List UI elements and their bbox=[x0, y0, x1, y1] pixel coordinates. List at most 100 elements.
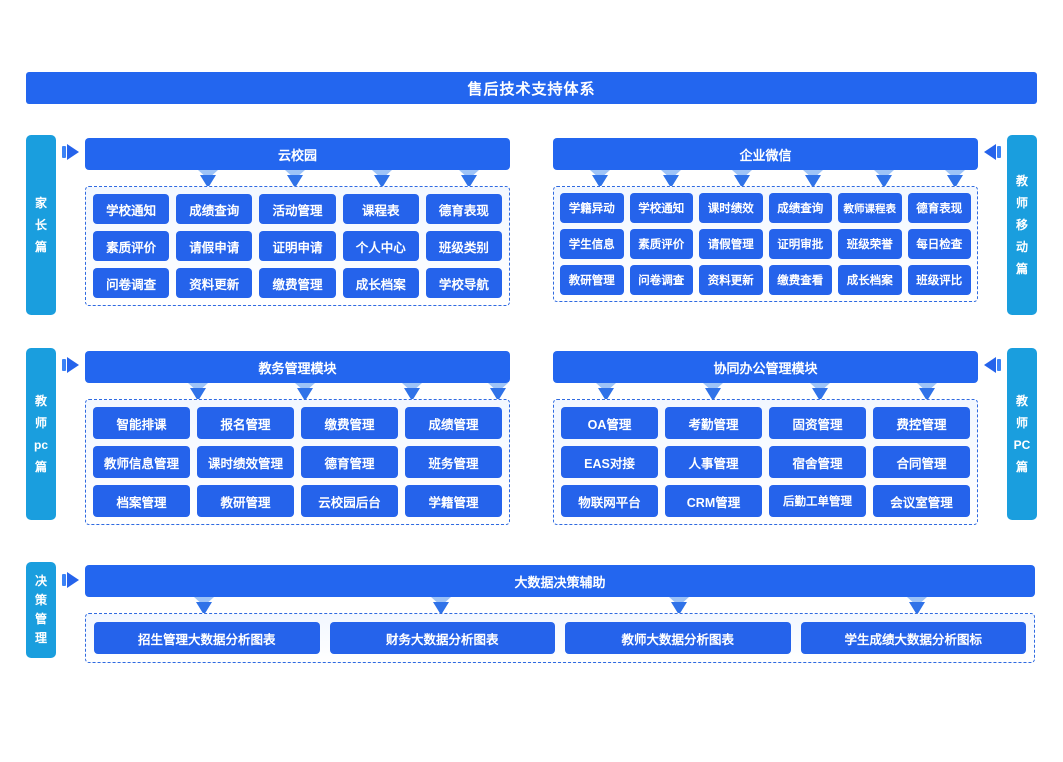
side-tab-decision-char-2: 管 bbox=[34, 612, 47, 626]
side-tab-decision[interactable]: 决 策 管 理 bbox=[26, 562, 56, 658]
module-cell[interactable]: 证明审批 bbox=[768, 229, 832, 259]
module-cell[interactable]: 班级类别 bbox=[425, 231, 502, 261]
module-cell[interactable]: 资料更新 bbox=[176, 268, 253, 298]
module-cell[interactable]: 学校通知 bbox=[93, 194, 170, 224]
side-tab-teacher-mobile-char-3: 动 bbox=[1015, 240, 1028, 255]
module-cell[interactable]: 宿舍管理 bbox=[769, 446, 866, 478]
module-head-office[interactable]: 协同办公管理模块 bbox=[553, 351, 978, 383]
connector-arrow-decision bbox=[62, 572, 82, 588]
side-tab-teacher-pc-office-char-2: PC bbox=[1013, 438, 1031, 452]
module-cell[interactable]: 班级荣誉 bbox=[838, 229, 902, 259]
module-cell[interactable]: 学籍管理 bbox=[405, 485, 502, 517]
module-cell[interactable]: 档案管理 bbox=[93, 485, 190, 517]
module-cell[interactable]: 合同管理 bbox=[873, 446, 970, 478]
module-cell[interactable]: 德育管理 bbox=[301, 446, 398, 478]
module-cell[interactable]: 德育表现 bbox=[425, 194, 502, 224]
module-cell[interactable]: 课时绩效管理 bbox=[197, 446, 294, 478]
module-cell[interactable]: 个人中心 bbox=[342, 231, 419, 261]
module-cell[interactable]: 学生信息 bbox=[560, 229, 624, 259]
module-head-academic[interactable]: 教务管理模块 bbox=[85, 351, 510, 383]
connector-arrow-parent bbox=[62, 144, 82, 160]
down-arrow bbox=[595, 383, 617, 403]
module-cell[interactable]: 德育表现 bbox=[907, 193, 971, 223]
side-tab-teacher-mobile-char-1: 师 bbox=[1015, 195, 1028, 210]
module-cell[interactable]: 会议室管理 bbox=[873, 485, 970, 517]
module-cell[interactable]: 成绩管理 bbox=[405, 407, 502, 439]
module-cell[interactable]: 活动管理 bbox=[259, 194, 336, 224]
down-arrow bbox=[668, 597, 690, 617]
module-head-wecom[interactable]: 企业微信 bbox=[553, 138, 978, 170]
connector-arrow-teacher-mobile bbox=[981, 144, 1001, 160]
down-arrow bbox=[458, 170, 480, 190]
side-tab-teacher-mobile[interactable]: 教 师 移 动 篇 bbox=[1007, 135, 1037, 315]
module-cell[interactable]: 班级评比 bbox=[907, 265, 971, 295]
module-cell[interactable]: 请假管理 bbox=[699, 229, 763, 259]
down-arrow bbox=[193, 597, 215, 617]
down-arrow bbox=[944, 170, 966, 190]
side-tab-teacher-pc-academic-char-3: 篇 bbox=[34, 460, 47, 475]
down-arrow bbox=[589, 170, 611, 190]
module-cell[interactable]: 成绩查询 bbox=[176, 194, 253, 224]
module-cell[interactable]: 后勤工单管理 bbox=[769, 485, 866, 517]
down-arrow bbox=[430, 597, 452, 617]
module-cell[interactable]: 成长档案 bbox=[342, 268, 419, 298]
down-arrow bbox=[197, 170, 219, 190]
module-cell[interactable]: 费控管理 bbox=[873, 407, 970, 439]
module-head-cloud-campus[interactable]: 云校园 bbox=[85, 138, 510, 170]
module-cell[interactable]: 物联网平台 bbox=[561, 485, 658, 517]
module-cell[interactable]: 课程表 bbox=[342, 194, 419, 224]
module-cell[interactable]: 素质评价 bbox=[629, 229, 693, 259]
module-cell[interactable]: OA管理 bbox=[561, 407, 658, 439]
side-tab-teacher-mobile-char-4: 篇 bbox=[1015, 262, 1028, 277]
side-tab-teacher-pc-academic[interactable]: 教 师 pc 篇 bbox=[26, 348, 56, 520]
module-body-office: OA管理 考勤管理 固资管理 费控管理 EAS对接 人事管理 宿舍管理 合同管理… bbox=[553, 399, 978, 525]
module-cell[interactable]: 问卷调查 bbox=[629, 265, 693, 295]
module-cell[interactable]: 缴费查看 bbox=[768, 265, 832, 295]
module-cell[interactable]: 人事管理 bbox=[665, 446, 762, 478]
module-cell[interactable]: 课时绩效 bbox=[699, 193, 763, 223]
module-cell[interactable]: 证明申请 bbox=[259, 231, 336, 261]
side-tab-decision-char-3: 理 bbox=[34, 631, 47, 646]
module-cell[interactable]: 成长档案 bbox=[838, 265, 902, 295]
side-tab-decision-char-0: 决 bbox=[34, 573, 47, 588]
page-title: 售后技术支持体系 bbox=[26, 72, 1037, 104]
module-cell[interactable]: 教师信息管理 bbox=[93, 446, 190, 478]
module-cell[interactable]: 成绩查询 bbox=[768, 193, 832, 223]
module-cell[interactable]: 云校园后台 bbox=[301, 485, 398, 517]
module-cell[interactable]: 学校导航 bbox=[425, 268, 502, 298]
down-arrow bbox=[809, 383, 831, 403]
module-cell[interactable]: 固资管理 bbox=[769, 407, 866, 439]
module-cell[interactable]: 教研管理 bbox=[560, 265, 624, 295]
module-cell[interactable]: 请假申请 bbox=[176, 231, 253, 261]
module-cell[interactable]: 智能排课 bbox=[93, 407, 190, 439]
module-cell[interactable]: 教师大数据分析图表 bbox=[565, 622, 791, 654]
module-cell[interactable]: 教研管理 bbox=[197, 485, 294, 517]
side-tab-teacher-mobile-char-0: 教 bbox=[1015, 173, 1028, 188]
down-arrow bbox=[187, 383, 209, 403]
module-cell[interactable]: EAS对接 bbox=[561, 446, 658, 478]
module-cell[interactable]: 问卷调查 bbox=[93, 268, 170, 298]
module-cell[interactable]: 教师课程表 bbox=[838, 193, 902, 223]
module-cell[interactable]: CRM管理 bbox=[665, 485, 762, 517]
module-cell[interactable]: 财务大数据分析图表 bbox=[329, 622, 555, 654]
side-tab-parent[interactable]: 家 长 篇 bbox=[26, 135, 56, 315]
module-cell[interactable]: 素质评价 bbox=[93, 231, 170, 261]
down-arrow bbox=[660, 170, 682, 190]
down-arrow bbox=[916, 383, 938, 403]
module-cell[interactable]: 学生成绩大数据分析图标 bbox=[800, 622, 1026, 654]
side-tab-teacher-pc-office[interactable]: 教 师 PC 篇 bbox=[1007, 348, 1037, 520]
module-head-bigdata[interactable]: 大数据决策辅助 bbox=[85, 565, 1035, 597]
module-cell[interactable]: 考勤管理 bbox=[665, 407, 762, 439]
side-tab-teacher-pc-office-char-3: 篇 bbox=[1015, 460, 1028, 475]
module-cell[interactable]: 缴费管理 bbox=[301, 407, 398, 439]
module-body-academic: 智能排课 报名管理 缴费管理 成绩管理 教师信息管理 课时绩效管理 德育管理 班… bbox=[85, 399, 510, 525]
module-cell[interactable]: 每日检查 bbox=[907, 229, 971, 259]
module-cell[interactable]: 招生管理大数据分析图表 bbox=[94, 622, 320, 654]
module-cell[interactable]: 学籍异动 bbox=[560, 193, 624, 223]
side-tab-decision-char-1: 策 bbox=[34, 592, 47, 607]
module-cell[interactable]: 报名管理 bbox=[197, 407, 294, 439]
module-cell[interactable]: 班务管理 bbox=[405, 446, 502, 478]
module-cell[interactable]: 学校通知 bbox=[629, 193, 693, 223]
module-cell[interactable]: 资料更新 bbox=[699, 265, 763, 295]
module-cell[interactable]: 缴费管理 bbox=[259, 268, 336, 298]
